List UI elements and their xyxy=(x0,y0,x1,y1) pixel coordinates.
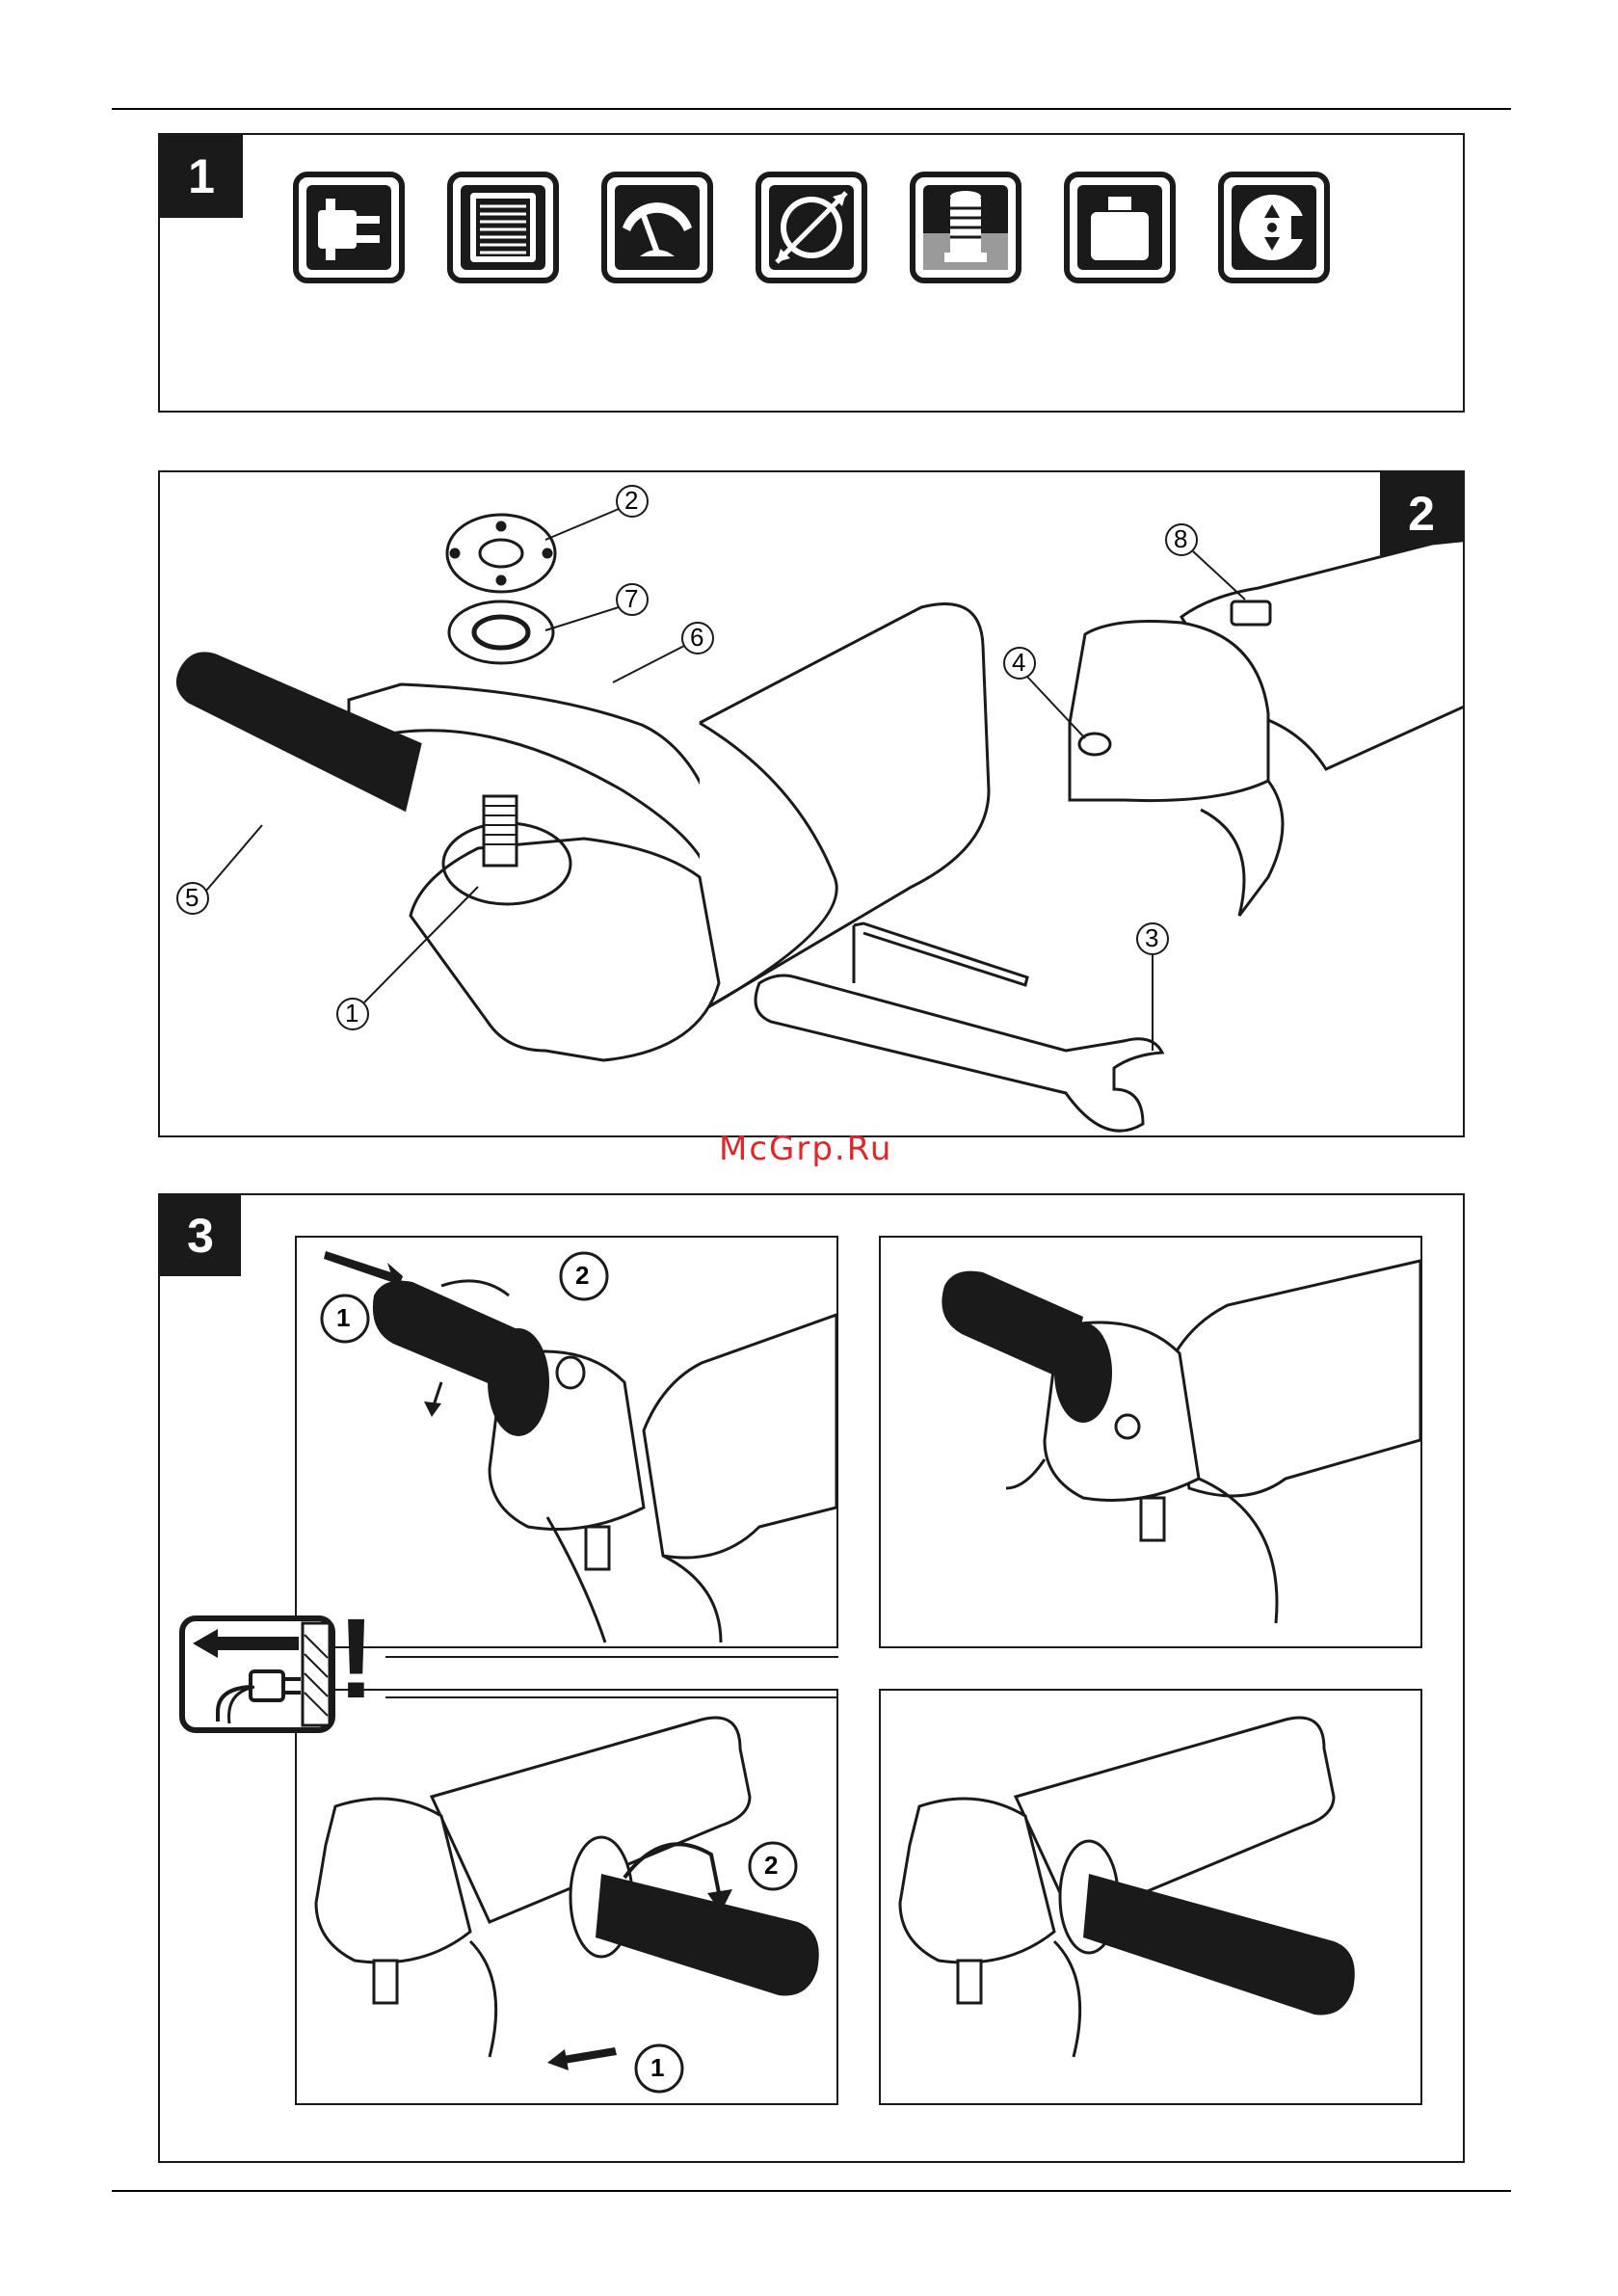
callout-8: 8 xyxy=(1174,524,1187,554)
power-plug-icon xyxy=(293,172,405,283)
spindle-thread-icon xyxy=(910,172,1021,283)
subfigure-handle-right xyxy=(879,1689,1422,2105)
subfigure-fit-handle-right: 2 1 xyxy=(295,1689,838,2105)
callout-3: 3 xyxy=(1145,923,1158,953)
weight-icon xyxy=(1064,172,1176,283)
callout-4: 4 xyxy=(1012,648,1025,678)
step-2-label-a: 2 xyxy=(575,1261,589,1291)
top-rule xyxy=(112,108,1511,110)
callout-5: 5 xyxy=(185,883,199,913)
subfigure-handle-left xyxy=(879,1236,1422,1648)
motor-winding-icon xyxy=(447,172,559,283)
bottom-rule xyxy=(112,2190,1511,2192)
callout-2: 2 xyxy=(624,486,638,516)
figure-2-panel: 2 xyxy=(158,470,1465,1137)
callout-1: 1 xyxy=(345,999,358,1028)
subfigure-remove-handle: 1 2 xyxy=(295,1236,838,1648)
callout-6: 6 xyxy=(690,623,703,653)
disc-diameter-icon xyxy=(756,172,867,283)
handle-inserting xyxy=(596,1874,819,1995)
warning-connector-top xyxy=(385,1656,838,1658)
warning-exclamation: ! xyxy=(337,1602,375,1716)
callout-layer xyxy=(160,472,1463,1135)
warning-connector-bottom xyxy=(385,1696,838,1698)
speed-gauge-icon xyxy=(601,172,713,283)
figure-3-number: 3 xyxy=(160,1195,241,1276)
step-1-label-a: 1 xyxy=(336,1303,350,1333)
spec-icons-row xyxy=(293,172,1330,283)
step-2-label-c: 2 xyxy=(764,1851,778,1881)
step-1-label-c: 1 xyxy=(650,2053,664,2083)
spindle-lock-icon xyxy=(1218,172,1330,283)
callout-7: 7 xyxy=(624,584,638,614)
watermark: McGrp.Ru xyxy=(719,1130,892,1168)
handle-fitted-right xyxy=(1083,1874,1355,2015)
figure-1-number: 1 xyxy=(160,135,243,218)
